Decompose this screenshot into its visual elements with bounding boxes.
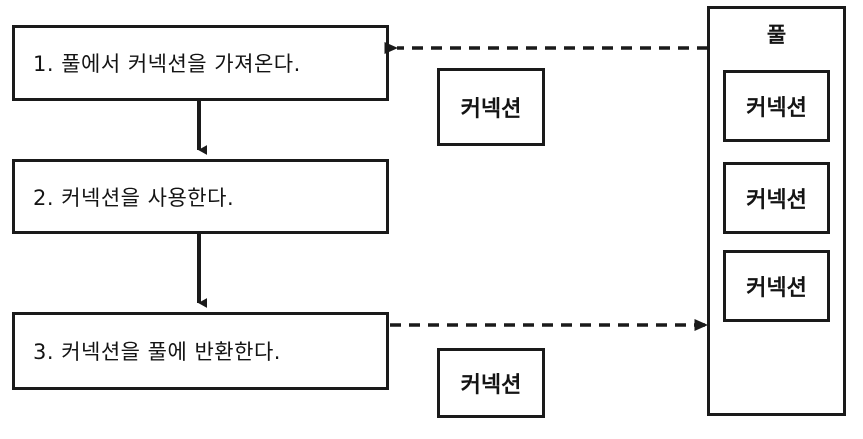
step-box-1: 1. 풀에서 커넥션을 가져온다. (12, 25, 389, 101)
pool-title: 풀 (766, 23, 787, 47)
pool-connection-3-label: 커넥션 (746, 276, 807, 301)
step-box-2-label: 2. 커넥션을 사용한다. (33, 185, 235, 210)
step-box-3: 3. 커넥션을 풀에 반환한다. (12, 312, 389, 390)
step-box-1-label: 1. 풀에서 커넥션을 가져온다. (33, 52, 301, 76)
step-box-3-label: 3. 커넥션을 풀에 반환한다. (33, 340, 281, 364)
pool-connection-box-2: 커넥션 (723, 162, 830, 234)
floating-connection-box-bottom: 커넥션 (437, 348, 545, 418)
step-box-2: 2. 커넥션을 사용한다. (12, 159, 389, 234)
floating-connection-top-label: 커넥션 (460, 97, 522, 122)
floating-connection-bottom-label: 커넥션 (460, 373, 522, 398)
floating-connection-box-top: 커넥션 (437, 68, 545, 146)
pool-connection-2-label: 커넥션 (746, 188, 807, 213)
pool-connection-box-1: 커넥션 (723, 70, 830, 142)
pool-connection-1-label: 커넥션 (746, 96, 807, 121)
pool-connection-box-3: 커넥션 (723, 250, 830, 322)
